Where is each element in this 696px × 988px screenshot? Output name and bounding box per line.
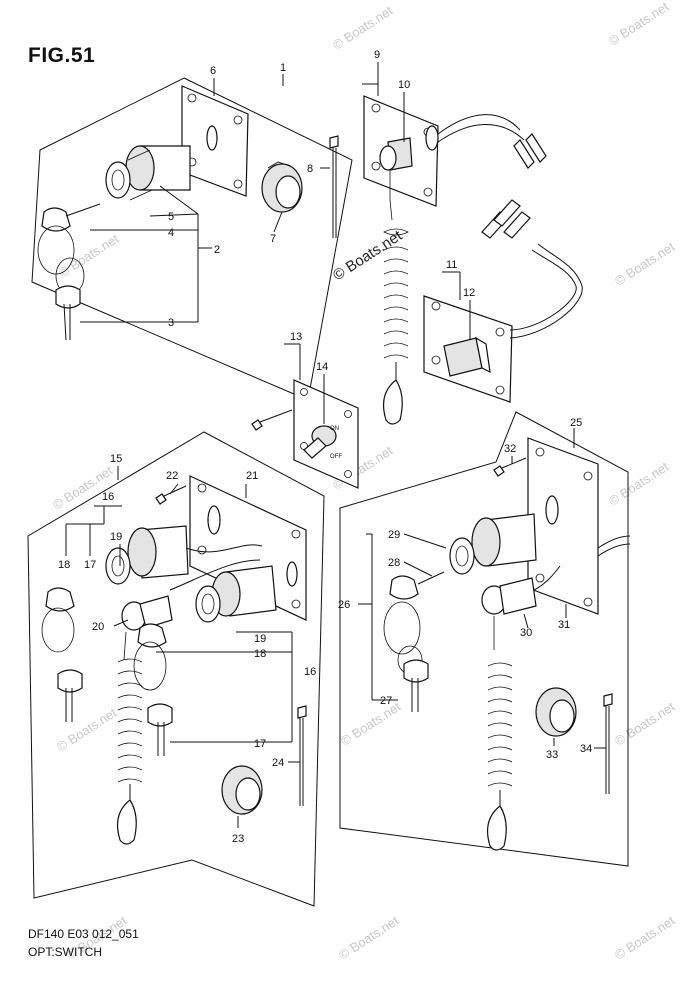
figure-subtitle: OPT:SWITCH — [28, 945, 102, 959]
callout-6: 6 — [210, 65, 216, 77]
callout-16b: 16 — [304, 666, 316, 678]
callout-26: 26 — [338, 599, 350, 611]
callout-11: 11 — [446, 259, 457, 271]
switch-plate-13: ON OFF — [251, 379, 359, 489]
callout-15: 15 — [110, 453, 122, 465]
callout-9: 9 — [374, 49, 380, 61]
callout-34: 34 — [580, 743, 592, 755]
callout-22: 22 — [166, 470, 178, 482]
callout-1: 1 — [280, 62, 286, 74]
leader-lines-group-9 — [362, 62, 405, 142]
switch-assembly-11 — [423, 199, 583, 403]
leader-lines-group-15 — [65, 466, 300, 828]
callout-19b: 19 — [254, 633, 266, 645]
callout-21: 21 — [246, 470, 258, 482]
callout-18b: 18 — [254, 648, 266, 660]
drawing-code: DF140 E03 012_051 — [28, 927, 139, 941]
callout-8: 8 — [307, 163, 313, 175]
callout-4: 4 — [168, 227, 174, 239]
callout-10: 10 — [398, 79, 410, 91]
callout-numbers: 1 6 7 8 5 4 2 3 9 10 11 12 13 14 15 16 2… — [58, 49, 592, 845]
figure-title: FIG.51 — [28, 44, 96, 67]
key-set-group-1 — [37, 203, 101, 341]
callout-2: 2 — [214, 244, 220, 256]
dual-switch-assembly-15 — [41, 475, 307, 845]
leader-lines-group-1 — [80, 74, 330, 323]
callout-24: 24 — [272, 757, 284, 769]
callout-5: 5 — [168, 211, 174, 223]
svg-text:ON: ON — [330, 426, 339, 432]
callout-25: 25 — [570, 417, 582, 429]
callout-18a: 18 — [58, 559, 70, 571]
callout-7: 7 — [270, 233, 276, 245]
callout-20: 20 — [92, 621, 104, 633]
callout-23: 23 — [232, 833, 244, 845]
svg-text:OFF: OFF — [330, 454, 342, 460]
assembly-box-25 — [339, 411, 629, 867]
callout-14: 14 — [316, 361, 328, 373]
leader-lines-group-11 — [442, 271, 471, 340]
callout-32: 32 — [504, 443, 516, 455]
assembly-box-15 — [27, 431, 325, 907]
leader-lines-group-13 — [284, 343, 325, 424]
callout-19a: 19 — [110, 531, 122, 543]
leader-lines-group-25 — [358, 428, 606, 749]
callout-28: 28 — [388, 557, 400, 569]
ignition-switch — [105, 125, 218, 201]
callout-29: 29 — [388, 529, 400, 541]
callout-13: 13 — [290, 331, 302, 343]
callout-16a: 16 — [102, 491, 114, 503]
callout-12: 12 — [463, 287, 475, 299]
switch-assembly-25 — [383, 437, 631, 851]
callout-33: 33 — [546, 749, 558, 761]
assembly-box-1 — [31, 77, 353, 401]
callout-31: 31 — [558, 619, 570, 631]
switch-boot-7 — [261, 161, 303, 213]
callout-17a: 17 — [84, 559, 96, 571]
cable-tie-8 — [329, 135, 339, 238]
callout-17b: 17 — [254, 738, 266, 750]
callout-3: 3 — [168, 317, 174, 329]
stop-switch-assembly-9 — [363, 95, 547, 425]
callout-27: 27 — [380, 695, 392, 707]
callout-30: 30 — [520, 627, 532, 639]
